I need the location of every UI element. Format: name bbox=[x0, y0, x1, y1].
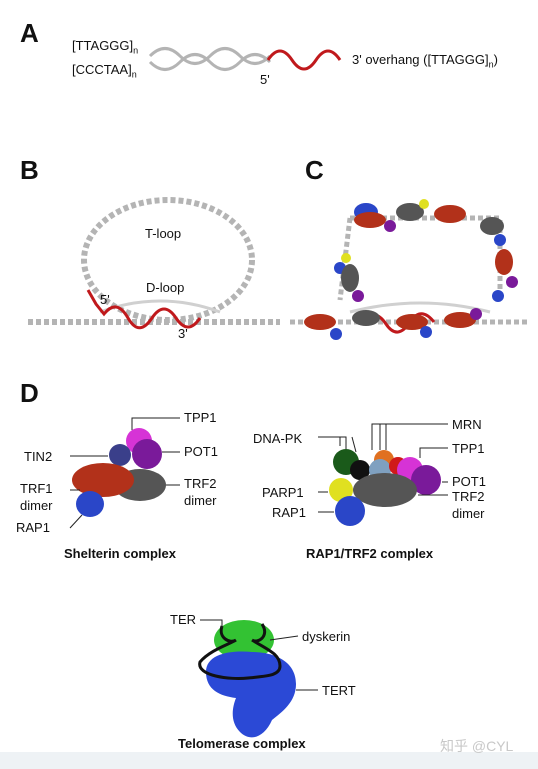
shelterin-tin2-label: TIN2 bbox=[24, 449, 53, 464]
shelterin-units-bottom bbox=[304, 308, 482, 340]
dna-double-strand bbox=[148, 47, 272, 71]
shelterin-trf2-dimer-label: dimer bbox=[184, 493, 217, 508]
rap1-trf2-mrn-label: MRN bbox=[452, 417, 482, 432]
rap1-trf2-dnapk-label: DNA-PK bbox=[253, 431, 303, 446]
invading-strand bbox=[86, 289, 202, 330]
shelterin-units-right bbox=[492, 249, 518, 302]
shelterin-trf2-label: TRF2 bbox=[184, 476, 217, 491]
trf2-rap1-shape bbox=[353, 473, 417, 507]
strand-bottom-label: [CCCTAA]n bbox=[72, 62, 137, 80]
pot1-shape bbox=[132, 439, 162, 469]
three-prime-overhang bbox=[266, 49, 342, 71]
overhang-label: 3' overhang ([TTAGGG]n) bbox=[352, 52, 498, 70]
rap1-trf2-parp1-label: PARP1 bbox=[262, 485, 304, 500]
shelterin-units-left bbox=[334, 253, 364, 302]
watermark: 知乎 @CYL bbox=[440, 738, 514, 754]
dyskerin-shape bbox=[214, 620, 274, 660]
rap1-trf2-trf2-dimer-label: dimer bbox=[452, 506, 485, 521]
panel-b-five-prime-label: 5' bbox=[100, 292, 110, 307]
t-loop-label: T-loop bbox=[145, 226, 182, 241]
panel-letter-a: A bbox=[20, 18, 39, 48]
dnapk-shape-2 bbox=[350, 460, 370, 480]
pot1-rap1-shape bbox=[411, 465, 441, 495]
bottom-band bbox=[0, 752, 538, 769]
strand-top-label: [TTAGGG]n bbox=[72, 38, 139, 56]
rap1-trf2-tpp1-label: TPP1 bbox=[452, 441, 485, 456]
shelterin-rap1-label: RAP1 bbox=[16, 520, 50, 535]
panel-b-three-prime-label: 3' bbox=[178, 326, 188, 341]
tin2-shape bbox=[109, 444, 131, 466]
trf1-shape bbox=[72, 463, 134, 497]
telomerase-caption: Telomerase complex bbox=[178, 736, 306, 751]
rap1-rap1-shape bbox=[335, 496, 365, 526]
tert-shape bbox=[206, 651, 296, 738]
rap1-trf2-caption: RAP1/TRF2 complex bbox=[306, 546, 434, 561]
rap1-shape bbox=[76, 491, 104, 517]
telomerase-tert-label: TERT bbox=[322, 683, 356, 698]
rap1-trf2-rap1-label: RAP1 bbox=[272, 505, 306, 520]
shelterin-trf1-label: TRF1 bbox=[20, 481, 53, 496]
panel-letter-c: C bbox=[305, 155, 324, 185]
shelterin-caption: Shelterin complex bbox=[64, 546, 176, 561]
telomerase-ter-label: TER bbox=[170, 612, 196, 627]
panel-letter-b: B bbox=[20, 155, 39, 185]
panel-letter-d: D bbox=[20, 378, 39, 408]
rap1-trf2-trf2-label: TRF2 bbox=[452, 489, 485, 504]
d-loop-label: D-loop bbox=[146, 280, 185, 295]
shelterin-trf1-dimer-label: dimer bbox=[20, 498, 53, 513]
panel-a-five-prime-label: 5' bbox=[260, 72, 270, 87]
ter-rna bbox=[198, 623, 282, 680]
parp1-shape bbox=[329, 478, 353, 502]
shelterin-tpp1-label: TPP1 bbox=[184, 410, 217, 425]
shelterin-units-top bbox=[354, 199, 506, 246]
rap1-trf2-pot1-label: POT1 bbox=[452, 474, 486, 489]
telomerase-dyskerin-label: dyskerin bbox=[302, 629, 351, 644]
shelterin-pot1-label: POT1 bbox=[184, 444, 218, 459]
